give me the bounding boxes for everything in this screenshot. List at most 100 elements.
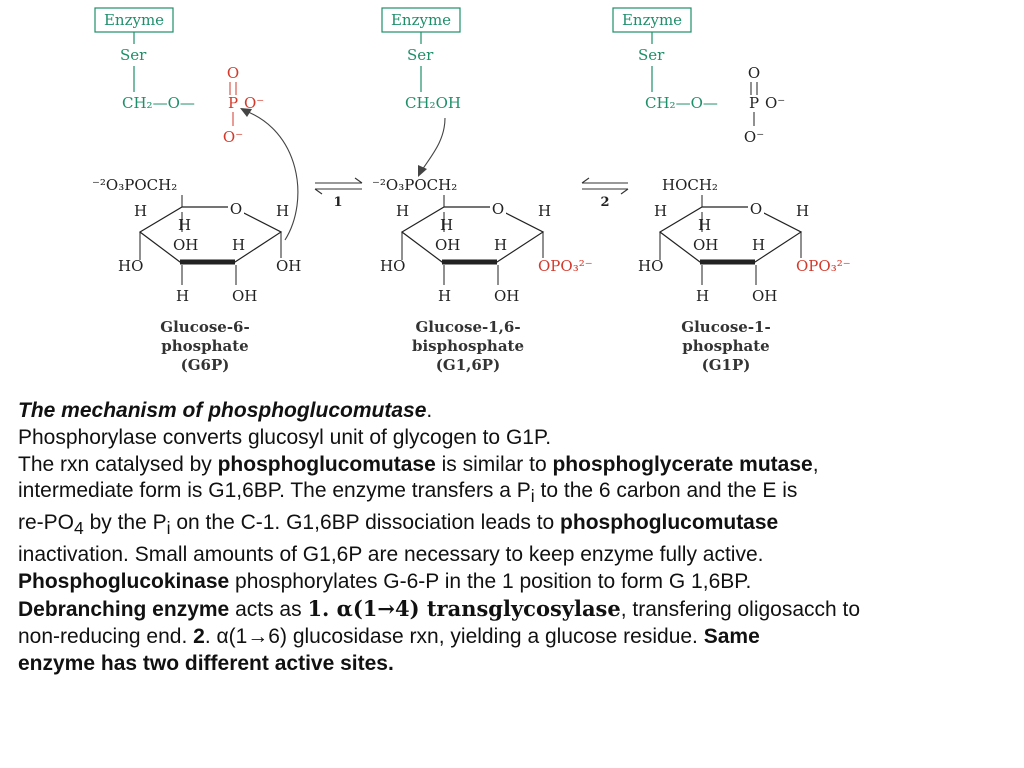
glucose-ring-2: ⁻²O₃POCH₂ O H H H OH H HO OPO₃²⁻ H OH Gl… [372, 176, 593, 374]
oh-3a: OH [693, 236, 718, 254]
compound-1-line2: phosphate [161, 337, 248, 355]
oh-2a: OH [435, 236, 460, 254]
h-1e: H [176, 287, 189, 305]
l3-term-phosphoglycerate-mutase: phosphoglycerate mutase [552, 452, 813, 476]
l8-term-debranching-enzyme: Debranching enzyme [18, 597, 230, 621]
l3-part-c: is similar to [435, 452, 553, 476]
compound-3-line2: phosphate [682, 337, 769, 355]
l4-subscript: i [530, 486, 535, 507]
line-9: non-reducing end. 2. α(1→6) glucosidase … [18, 624, 1018, 651]
l8-part-d: , transfering oligosacch to [620, 597, 861, 621]
line-2: Phosphorylase converts glucosyl unit of … [18, 425, 552, 449]
h-3a: H [654, 202, 667, 220]
h-3e: H [696, 287, 709, 305]
h-2a: H [396, 202, 409, 220]
opo3-3: OPO₃²⁻ [796, 257, 851, 275]
equilibrium-arrow-1: 1 [314, 177, 363, 210]
l4-part-b: to the 6 carbon and the E is [534, 479, 798, 503]
o3poch2-2: ⁻²O₃POCH₂ [372, 176, 457, 194]
h-3b: H [796, 202, 809, 220]
oh-1b: OH [276, 257, 301, 275]
l7-term-phosphoglucokinase: Phosphoglucokinase [18, 570, 230, 594]
title-line: The mechanism of phosphoglucomutase. [18, 398, 1018, 425]
p-bottom-o-3: O⁻ [744, 128, 764, 146]
l5-term-phosphoglucomutase: phosphoglucomutase [560, 511, 779, 535]
ho-3: HO [638, 257, 663, 275]
ring-o-2: O [492, 200, 504, 218]
p-bottom-o-1: O⁻ [223, 128, 243, 146]
l9-term-same: Same [703, 624, 760, 648]
h-1c: H [178, 216, 191, 234]
p-right-o-3: O⁻ [765, 94, 785, 112]
p-top-o-1: O [227, 64, 239, 82]
l8-term-transglycosylase: 1. α(1→4) transglycosylase [307, 595, 621, 621]
enzyme-label-3: Enzyme [622, 11, 682, 29]
l9-part-a: non-reducing end. [18, 624, 194, 648]
l5-part-b: by the P [83, 511, 167, 535]
l9-part-c: . α(1→6) glucosidase rxn, yielding a glu… [204, 624, 704, 648]
l3-part-e: , [812, 452, 819, 476]
ch2-o-3: CH₂—O— [645, 94, 718, 112]
l4-part-a: intermediate form is G1,6BP. The enzyme … [18, 479, 531, 503]
line-3: The rxn catalysed by phosphoglucomutase … [18, 452, 1018, 479]
enzyme-phospho-3: Enzyme Ser CH₂—O— O P O⁻ O⁻ [612, 7, 785, 146]
glucose-ring-3: HOCH₂ O H H H OH H HO OPO₃²⁻ H OH Glucos… [638, 176, 851, 374]
compound-3-line1: Glucose-1- [681, 318, 770, 336]
line-4: intermediate form is G1,6BP. The enzyme … [18, 478, 1018, 510]
step-1-label: 1 [333, 195, 342, 210]
opo3-2: OPO₃²⁻ [538, 257, 593, 275]
ho-1: HO [118, 257, 143, 275]
compound-2-line1: Glucose-1,6- [415, 318, 520, 336]
l3-part-a: The rxn catalysed by [18, 452, 218, 476]
slide-title: The mechanism of phosphoglucomutase [18, 399, 427, 422]
compound-2-abbr: (G1,6P) [436, 356, 500, 374]
h-2b: H [538, 202, 551, 220]
p-atom-1: P [228, 94, 238, 112]
compound-1-line1: Glucose-6- [160, 318, 249, 336]
l3-term-phosphoglucomutase: phosphoglucomutase [217, 452, 436, 476]
h-1d: H [232, 236, 245, 254]
l7-part-b: phosphorylates G-6-P in the 1 position t… [229, 570, 752, 594]
l10-active-sites: enzyme has two different active sites. [18, 651, 394, 675]
step-2-label: 2 [600, 195, 609, 210]
line-8: Debranching enzyme acts as 1. α(1→4) tra… [18, 596, 1018, 624]
h-2d: H [494, 236, 507, 254]
compound-1-abbr: (G6P) [181, 356, 230, 374]
ch2-o-1: CH₂—O— [122, 94, 195, 112]
h-1b: H [276, 202, 289, 220]
ser-label-3: Ser [638, 46, 665, 64]
oh-1a: OH [173, 236, 198, 254]
equilibrium-arrow-2: 2 [581, 177, 629, 210]
oh-3c: OH [752, 287, 777, 305]
l5-part-c: on the C-1. G1,6BP dissociation leads to [170, 511, 561, 535]
title-period: . [426, 399, 433, 422]
ring-o-3: O [750, 200, 762, 218]
enzyme-dephospho: Enzyme Ser CH₂OH [381, 7, 461, 177]
l5-subscript-2: i [166, 518, 171, 539]
l8-part-b: acts as [229, 597, 308, 621]
ring-o-1: O [230, 200, 242, 218]
h-2c: H [440, 216, 453, 234]
ho-2: HO [380, 257, 405, 275]
ser-label-2: Ser [407, 46, 434, 64]
o3poch2-1: ⁻²O₃POCH₂ [92, 176, 177, 194]
phosphoglucomutase-mechanism-diagram: Enzyme Ser CH₂—O— O P O⁻ O⁻ ⁻²O₃POCH₂ O … [92, 7, 851, 374]
oh-2c: OH [494, 287, 519, 305]
enzyme-label-2: Enzyme [391, 11, 451, 29]
l5-part-a: re-PO [18, 511, 75, 535]
explanation-text: The mechanism of phosphoglucomutase. Pho… [18, 398, 1018, 677]
p-right-o-1: O⁻ [244, 94, 264, 112]
l9-number-2: 2 [193, 624, 205, 648]
h-2e: H [438, 287, 451, 305]
glucose-ring-1: ⁻²O₃POCH₂ O H H H OH H HO OH H OH Glucos… [92, 176, 301, 374]
ch2oh-2: CH₂OH [405, 94, 461, 112]
line-5: re-PO4 by the Pi on the C-1. G1,6BP diss… [18, 510, 1018, 542]
enzyme-phospho-1: Enzyme Ser CH₂—O— O P O⁻ O⁻ [94, 7, 299, 241]
h-3d: H [752, 236, 765, 254]
enzyme-label-1: Enzyme [104, 11, 164, 29]
p-atom-3: P [749, 94, 759, 112]
compound-2-line2: bisphosphate [412, 337, 524, 355]
p-top-o-3: O [748, 64, 760, 82]
compound-3-abbr: (G1P) [702, 356, 751, 374]
l5-subscript-1: 4 [74, 518, 84, 539]
